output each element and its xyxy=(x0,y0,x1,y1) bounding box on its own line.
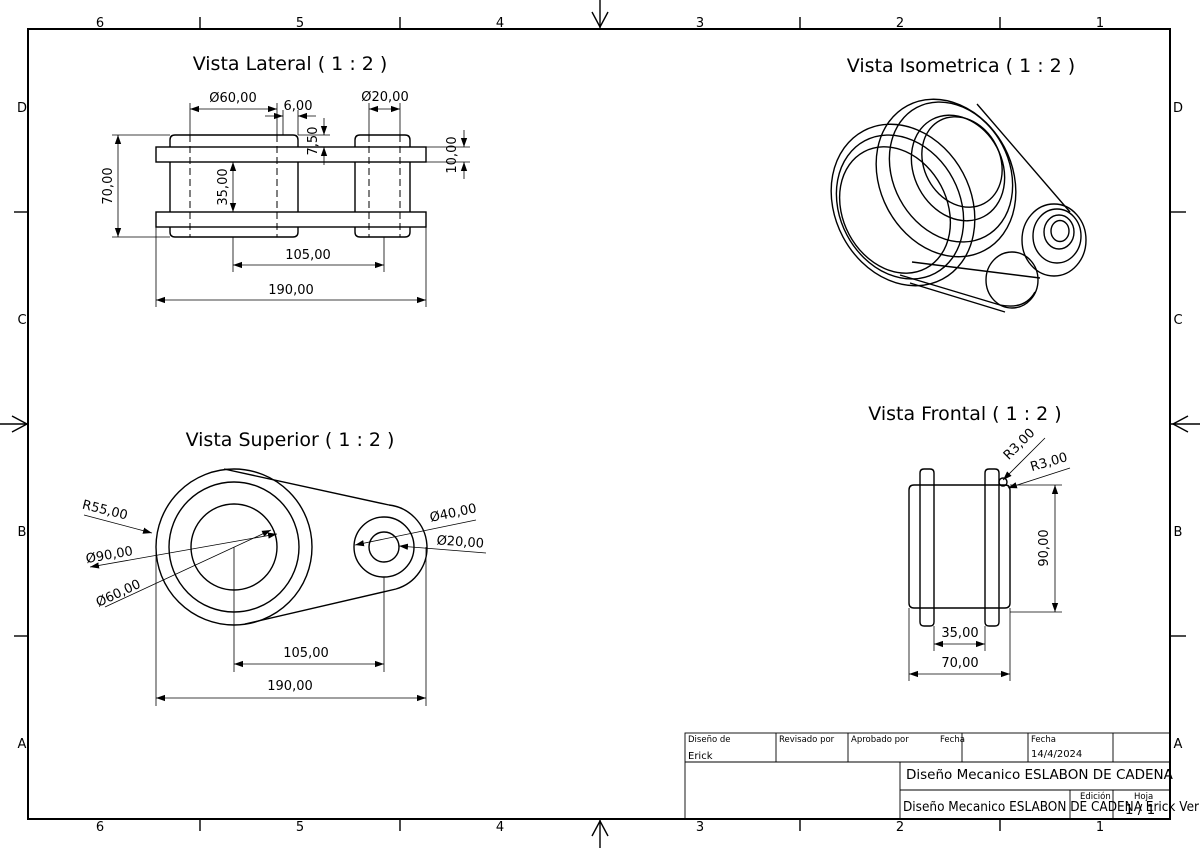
dim-lateral-w6: 6,00 xyxy=(284,99,313,114)
zone-col-2-top: 2 xyxy=(896,16,904,31)
view-frontal: Vista Frontal ( 1 : 2 ) R3,00 xyxy=(868,403,1071,681)
zone-col-3-top: 3 xyxy=(696,16,704,31)
dim-superior-r55: R55,00 xyxy=(81,498,130,524)
dim-lateral-h750: 7,50 xyxy=(306,127,321,156)
frontal-dimensions xyxy=(908,437,1071,681)
dim-lateral-h10: 10,00 xyxy=(445,136,460,173)
zone-col-5-top: 5 xyxy=(296,16,304,31)
zone-col-3-bottom: 3 xyxy=(696,820,704,835)
zone-col-1-top: 1 xyxy=(1096,16,1104,31)
tb-designer: Erick xyxy=(688,751,713,762)
tb-label-date1: Fecha xyxy=(940,735,965,745)
zone-col-1-bottom: 1 xyxy=(1096,820,1104,835)
lateral-hidden-lines xyxy=(189,135,401,237)
dim-lateral-d60: Ø60,00 xyxy=(209,91,256,106)
tb-label-reviewed: Revisado por xyxy=(779,735,835,745)
tb-label-design: Diseño de xyxy=(688,735,730,745)
view-isometric-title: Vista Isometrica ( 1 : 2 ) xyxy=(847,55,1075,77)
dim-superior-c105: 105,00 xyxy=(283,646,329,661)
zone-row-d-right: D xyxy=(1173,101,1183,116)
view-lateral: Vista Lateral ( 1 : 2 ) xyxy=(101,53,470,307)
dim-lateral-c105: 105,00 xyxy=(285,248,331,263)
dim-frontal-w35: 35,00 xyxy=(941,626,978,641)
view-superior: Vista Superior ( 1 : 2 ) R55,00 Ø90,00 xyxy=(81,429,487,706)
zone-col-2-bottom: 2 xyxy=(896,820,904,835)
zone-row-a-left: A xyxy=(18,737,27,752)
tb-label-edition: Edición xyxy=(1080,791,1111,802)
tb-label-sheet: Hoja xyxy=(1134,792,1153,802)
zone-row-a-right: A xyxy=(1174,737,1183,752)
zone-col-6-bottom: 6 xyxy=(96,820,104,835)
dim-lateral-d20: Ø20,00 xyxy=(361,90,408,105)
dim-lateral-l190: 190,00 xyxy=(268,283,314,298)
dim-frontal-r3b: R3,00 xyxy=(1029,450,1070,475)
superior-geometry xyxy=(155,468,428,626)
lateral-geometry xyxy=(155,134,427,238)
view-isometric: Vista Isometrica ( 1 : 2 ) xyxy=(830,55,1087,313)
zone-row-b-left: B xyxy=(18,525,27,540)
superior-dimensions xyxy=(83,514,487,706)
title-block: Diseño de Erick Revisado por Aprobado po… xyxy=(684,732,1199,820)
tb-title-line: Diseño Mecanico ESLABON DE CADENA xyxy=(906,767,1174,783)
view-frontal-title: Vista Frontal ( 1 : 2 ) xyxy=(868,403,1061,425)
dim-lateral-h70: 70,00 xyxy=(101,167,116,204)
dim-superior-d60: Ø60,00 xyxy=(94,577,143,611)
zone-ticks xyxy=(14,17,1186,831)
zone-row-b-right: B xyxy=(1174,525,1183,540)
dim-frontal-w70: 70,00 xyxy=(941,656,978,671)
zone-row-c-right: C xyxy=(1173,313,1182,328)
zone-col-5-bottom: 5 xyxy=(296,820,304,835)
frontal-geometry xyxy=(908,468,1011,627)
tb-subtitle-line: Diseño Mecanico ESLABON DE CADENA Erick … xyxy=(903,799,1199,815)
tb-sheet-value: 1 / 1 xyxy=(1125,802,1155,818)
title-block-grid xyxy=(684,732,1171,820)
dim-superior-d40: Ø40,00 xyxy=(429,501,479,526)
isometric-geometry xyxy=(830,98,1087,313)
zone-col-4-top: 4 xyxy=(496,16,504,31)
tb-date-value: 14/4/2024 xyxy=(1031,749,1082,760)
tb-label-approved: Aprobado por xyxy=(851,735,909,745)
dim-frontal-r3a: R3,00 xyxy=(1001,426,1038,463)
zone-row-c-left: C xyxy=(17,313,26,328)
dim-lateral-h35: 35,00 xyxy=(216,168,231,205)
zone-col-4-bottom: 4 xyxy=(496,820,504,835)
view-lateral-title: Vista Lateral ( 1 : 2 ) xyxy=(193,53,388,75)
dim-superior-d20: Ø20,00 xyxy=(436,533,484,551)
view-superior-title: Vista Superior ( 1 : 2 ) xyxy=(186,429,395,451)
zone-col-6-top: 6 xyxy=(96,16,104,31)
zone-row-d-left: D xyxy=(17,101,27,116)
dim-superior-l190: 190,00 xyxy=(267,679,313,694)
dim-frontal-h90: 90,00 xyxy=(1037,529,1052,566)
lateral-dimensions xyxy=(112,103,470,307)
tb-label-date2: Fecha xyxy=(1031,735,1056,745)
